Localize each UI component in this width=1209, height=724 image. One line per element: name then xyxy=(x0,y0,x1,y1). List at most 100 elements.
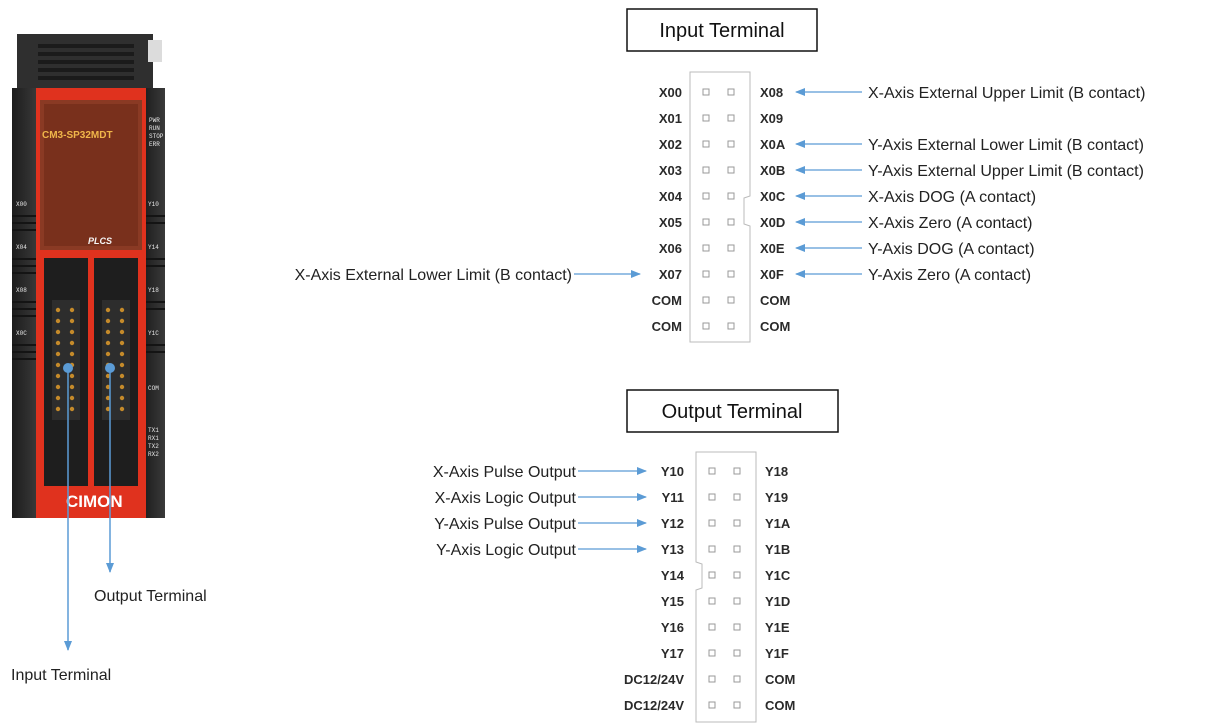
pin-square xyxy=(708,467,716,475)
output-terminal-title: Output Terminal xyxy=(662,401,803,423)
terminal-row: X01 X09 xyxy=(659,111,783,126)
right-pin-label: X0C xyxy=(760,189,786,204)
left-pin-label: X00 xyxy=(659,85,682,100)
input-annotation: Y-Axis Zero (A contact) xyxy=(868,267,1031,284)
right-pin-label: X09 xyxy=(760,111,783,126)
pin-square xyxy=(733,519,741,527)
right-pin-label: X08 xyxy=(760,85,783,100)
pin-square xyxy=(708,571,716,579)
pin-square xyxy=(702,270,710,278)
pin-square xyxy=(727,140,735,148)
terminal-row: X00 X08 xyxy=(659,85,783,100)
input-terminal-title: Input Terminal xyxy=(659,20,784,42)
terminal-row: COM COM xyxy=(652,319,791,334)
pin-square xyxy=(733,467,741,475)
svg-text:RX1: RX1 xyxy=(148,435,159,442)
pin-square xyxy=(727,322,735,330)
pin-square xyxy=(733,675,741,683)
left-pin-label: DC12/24V xyxy=(624,698,684,713)
pin-square xyxy=(727,192,735,200)
left-pin-label: Y14 xyxy=(661,568,685,583)
input-annotation: Y-Axis DOG (A contact) xyxy=(868,241,1035,258)
pin-square xyxy=(727,218,735,226)
right-pin-label: COM xyxy=(760,293,790,308)
pin-square xyxy=(733,623,741,631)
left-pin-label: Y16 xyxy=(661,620,684,635)
right-pin-label: COM xyxy=(765,672,795,687)
pin-square xyxy=(727,270,735,278)
left-pin-label: X05 xyxy=(659,215,682,230)
left-pin-label: COM xyxy=(652,319,682,334)
terminal-row: X04 X0C xyxy=(659,189,786,204)
right-pin-label: Y19 xyxy=(765,490,788,505)
right-pin-label: COM xyxy=(765,698,795,713)
plc-brand-logo: CIMON xyxy=(66,492,123,511)
right-pin-label: Y1F xyxy=(765,646,789,661)
right-pin-label: Y1C xyxy=(765,568,791,583)
pin-square xyxy=(708,493,716,501)
pin-square xyxy=(708,519,716,527)
left-pin-label: X06 xyxy=(659,241,682,256)
svg-text:RUN: RUN xyxy=(149,125,160,132)
pin-square xyxy=(727,88,735,96)
right-pin-label: Y1D xyxy=(765,594,790,609)
pin-square xyxy=(733,545,741,553)
input-connector-outline xyxy=(689,71,751,343)
input-annotation: X-Axis DOG (A contact) xyxy=(868,189,1036,206)
left-pin-label: Y10 xyxy=(661,464,684,479)
plc-top-vents xyxy=(38,44,134,80)
input-annotation: X-Axis External Upper Limit (B contact) xyxy=(868,85,1145,102)
pin-square xyxy=(727,296,735,304)
left-pin-label: X04 xyxy=(659,189,683,204)
svg-text:X08: X08 xyxy=(16,287,27,294)
plc-top-clip xyxy=(148,40,162,62)
left-pin-label: X02 xyxy=(659,137,682,152)
left-pin-label: Y11 xyxy=(662,490,684,505)
right-pin-label: X0F xyxy=(760,267,784,282)
svg-text:Y1C: Y1C xyxy=(148,330,159,337)
plc-device: CM3-SP32MDT PLCS PWR RUN STOP ERR X00 X0… xyxy=(12,34,165,518)
right-pin-label: X0E xyxy=(760,241,785,256)
pin-square xyxy=(702,218,710,226)
pin-square xyxy=(708,545,716,553)
input-annotation: X-Axis Zero (A contact) xyxy=(868,215,1033,232)
output-annotation: Y-Axis Pulse Output xyxy=(434,516,576,533)
pin-square xyxy=(702,140,710,148)
input-left-annotation: X-Axis External Lower Limit (B contact) xyxy=(295,267,572,284)
pin-square xyxy=(727,244,735,252)
right-pin-label: COM xyxy=(760,319,790,334)
input-callout-label: Input Terminal xyxy=(11,667,111,684)
terminal-row: Y11 Y19 xyxy=(662,490,789,505)
pin-square xyxy=(702,244,710,252)
svg-text:TX1: TX1 xyxy=(148,427,159,434)
left-pin-label: Y13 xyxy=(661,542,684,557)
terminal-row: X05 X0D xyxy=(659,215,785,230)
pin-square xyxy=(708,623,716,631)
right-pin-label: Y1A xyxy=(765,516,791,531)
svg-text:Y18: Y18 xyxy=(148,287,159,294)
pin-square xyxy=(727,114,735,122)
plc-left-ribs xyxy=(12,215,38,360)
pin-square xyxy=(708,597,716,605)
pin-square xyxy=(733,649,741,657)
left-pin-label: X01 xyxy=(659,111,682,126)
plc-connector-pins xyxy=(55,307,125,412)
pin-square xyxy=(733,493,741,501)
pin-square xyxy=(733,597,741,605)
pin-square xyxy=(702,322,710,330)
svg-text:X0C: X0C xyxy=(16,330,27,337)
svg-text:TX2: TX2 xyxy=(148,443,159,450)
pin-square xyxy=(702,192,710,200)
output-annotation: X-Axis Pulse Output xyxy=(433,464,577,481)
input-annotation: Y-Axis External Lower Limit (B contact) xyxy=(868,137,1144,154)
right-pin-label: X0D xyxy=(760,215,785,230)
svg-text:PWR: PWR xyxy=(149,117,160,124)
left-pin-label: X03 xyxy=(659,163,682,178)
output-annotation: Y-Axis Logic Output xyxy=(436,542,576,559)
plc-series-logo: PLCS xyxy=(88,236,112,246)
